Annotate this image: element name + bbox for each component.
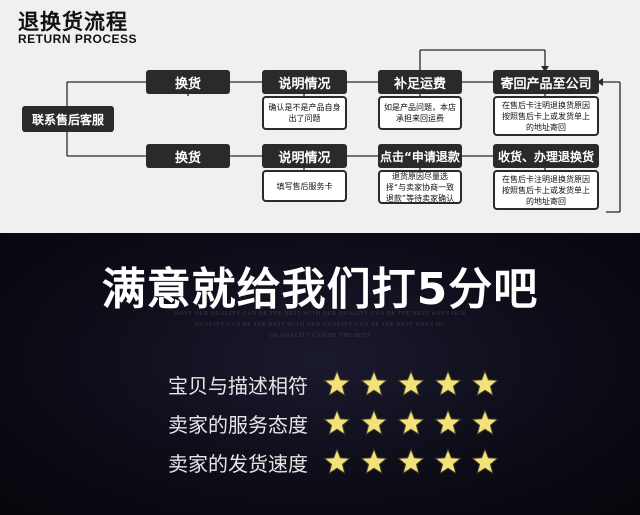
refund-explain-note: 填写售后服务卡 — [262, 170, 347, 202]
star-icon — [434, 409, 462, 436]
tagline-line-1: WAYS OUR QUALITY CAN BE THE BEST WITH OU… — [174, 311, 466, 317]
return-process-section: 退换货流程 RETURN PROCESS — [0, 0, 640, 233]
apply-refund-box: 点击“申请退款 — [378, 144, 462, 168]
apply-refund-note: 退货原因尽量选择“与卖家协商一致退款”等待卖家确认 — [378, 170, 462, 204]
star-icon — [397, 370, 425, 397]
explain-situation-box: 说明情况 — [262, 70, 347, 94]
star-icon — [471, 409, 499, 436]
receive-process-note: 在售后卡注明退换货原因按照售后卡上或发货单上的地址寄回 — [493, 170, 599, 210]
receive-process-box: 收货、办理退换货 — [493, 144, 599, 168]
process-title: 退换货流程 — [18, 10, 128, 34]
rating-stars-service — [322, 408, 500, 438]
star-icon — [360, 448, 388, 475]
pay-shipping-box: 补足运费 — [378, 70, 462, 94]
star-icon — [323, 448, 351, 475]
flow-connectors — [66, 49, 621, 213]
rating-headline: 满意就给我们打5分吧 — [101, 264, 539, 315]
star-icon — [323, 409, 351, 436]
star-icon — [471, 448, 499, 475]
rating-label-shipping: 卖家的发货速度 — [168, 452, 308, 476]
tagline-line-2: QUALITY CAN BE THE BEST WITH OUR QUALITY… — [194, 322, 446, 328]
exchange-step-box: 换货 — [146, 70, 230, 94]
star-icon — [397, 409, 425, 436]
explain-situation-note: 确认是不是产品自身出了问题 — [262, 96, 347, 130]
process-subtitle: RETURN PROCESS — [18, 32, 138, 46]
rating-label-description: 宝贝与描述相符 — [168, 374, 308, 398]
send-back-note: 在售后卡注明退换货原因按照售后卡上或发货单上的地址寄回 — [493, 96, 599, 136]
star-icon — [471, 370, 499, 397]
refund-explain-box: 说明情况 — [262, 144, 347, 168]
star-icon — [360, 370, 388, 397]
rating-stars-shipping — [322, 447, 500, 477]
star-icon — [360, 409, 388, 436]
refund-exchange-box: 换货 — [146, 144, 230, 168]
send-back-box: 寄回产品至公司 — [493, 70, 599, 94]
tagline-line-3: UR QUALITY CAN BE THE BEST — [269, 333, 371, 339]
rating-stars-description — [322, 369, 500, 399]
star-icon — [397, 448, 425, 475]
rating-section: 满意就给我们打5分吧 WAYS OUR QUALITY CAN BE THE B… — [0, 233, 640, 515]
star-icon — [434, 370, 462, 397]
contact-support-box: 联系售后客服 — [22, 106, 114, 132]
rating-label-service: 卖家的服务态度 — [168, 413, 308, 437]
star-icon — [323, 370, 351, 397]
pay-shipping-note: 如是产品问题，本店承担来回运费 — [378, 96, 462, 130]
star-icon — [434, 448, 462, 475]
